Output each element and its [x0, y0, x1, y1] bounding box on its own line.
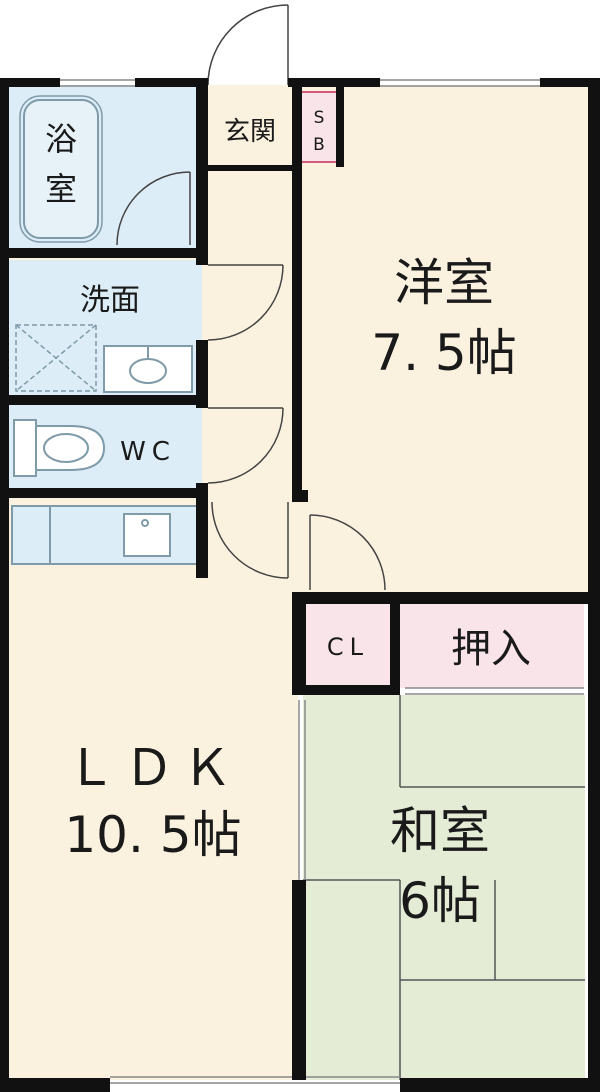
kitchen-sink [49, 506, 171, 564]
walls [0, 78, 600, 1092]
washer-space [15, 324, 97, 392]
bathtub [23, 99, 99, 239]
bath-label-line1: 浴 [45, 120, 77, 158]
closet-label: CL [327, 633, 369, 661]
oshiire-floor [398, 600, 584, 688]
entrance-label: 玄関 [224, 117, 276, 147]
toilet-fixture [13, 419, 106, 477]
ldk-size: 10. 5帖 [64, 806, 241, 864]
western-room-size: 7. 5帖 [371, 324, 516, 382]
washroom-label: 洗面 [80, 283, 140, 318]
oshiire-label: 押入 [451, 626, 531, 672]
bath-label-line2: 室 [45, 170, 77, 208]
western-room-floor [298, 85, 590, 600]
shoe-box-label-line2: B [313, 135, 325, 155]
closet-floor [305, 600, 393, 685]
japanese-room-name: 和室 [390, 802, 490, 860]
kitchen-counter [11, 505, 203, 565]
wash-basin [103, 345, 193, 393]
entrance-floor [208, 85, 298, 170]
tatami-lines [303, 695, 585, 1080]
japanese-room-size: 6帖 [399, 872, 481, 930]
western-room-name: 洋室 [394, 254, 494, 312]
door-swings [116, 4, 386, 591]
bathtub-inner [19, 95, 103, 243]
ldk-name: ＬＤＫ [66, 739, 240, 797]
shoe-box-label-line1: S [314, 108, 325, 128]
toilet-label: WC [120, 437, 176, 467]
japanese-room-floor [303, 695, 585, 1080]
windows [60, 79, 584, 1084]
